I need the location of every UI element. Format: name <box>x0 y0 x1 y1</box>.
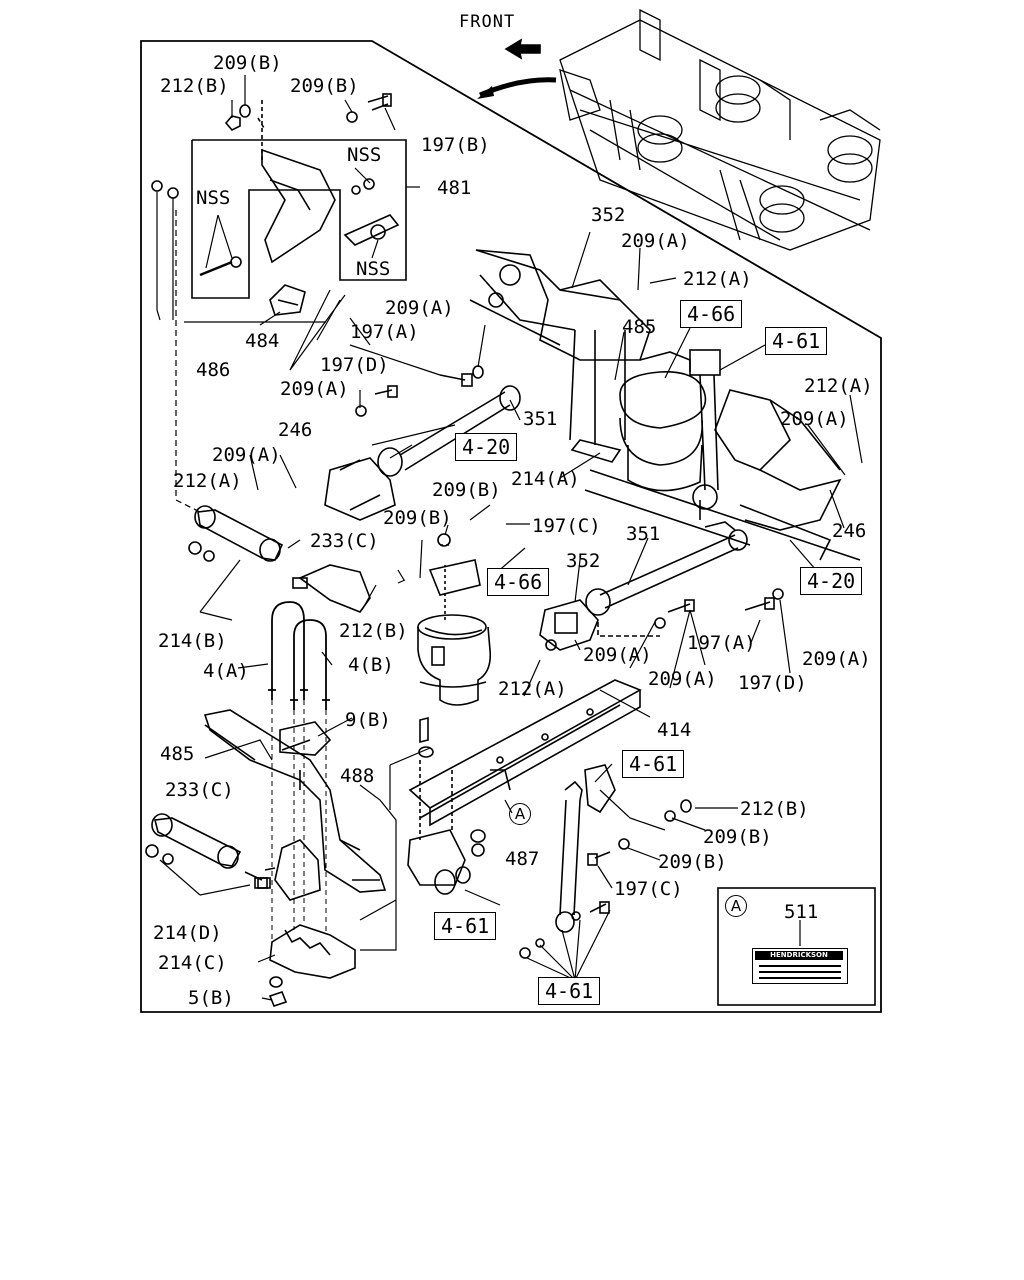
callout-a: A <box>509 803 531 825</box>
ref-4-66-lower: 4-66 <box>487 568 550 596</box>
diagram-frame <box>140 40 882 1013</box>
label-209a-1: 209(A) <box>621 230 690 252</box>
front-label: FRONT <box>459 12 516 32</box>
label-485-2: 485 <box>160 743 195 765</box>
hendrickson-decal: HENDRICKSON <box>752 948 848 984</box>
label-209b-3: 209(B) <box>432 479 501 501</box>
beam-lower <box>203 709 387 901</box>
label-209b-2: 209(B) <box>290 75 359 97</box>
label-197a-1: 197(A) <box>350 321 419 343</box>
inset-part-511: 511 <box>784 901 819 923</box>
label-212a-4: 212(A) <box>498 678 567 700</box>
bottom-saddle <box>268 924 356 1007</box>
label-212b-1: 212(B) <box>160 75 229 97</box>
label-197d-1: 197(D) <box>320 354 389 376</box>
nss-label-lower: NSS <box>356 258 391 280</box>
nss-label-left: NSS <box>196 187 231 209</box>
cross-member-414 <box>408 679 642 827</box>
front-arrow <box>477 38 557 99</box>
label-212a-3: 212(A) <box>173 470 242 492</box>
label-209a-3: 209(A) <box>280 378 349 400</box>
label-214a: 214(A) <box>511 468 580 490</box>
leader-lines <box>156 75 863 1001</box>
label-209a-7: 209(A) <box>802 648 871 670</box>
label-488: 488 <box>340 765 375 787</box>
label-197a-2: 197(A) <box>687 632 756 654</box>
label-481: 481 <box>437 177 472 199</box>
u-bolt-down-lines <box>271 700 327 940</box>
label-351-1: 351 <box>523 408 558 430</box>
shock-absorber-lower <box>519 764 692 959</box>
label-197d-2: 197(D) <box>738 672 807 694</box>
decal-text-rows <box>759 963 841 981</box>
label-414: 414 <box>657 719 692 741</box>
label-487: 487 <box>505 848 540 870</box>
label-351-2: 351 <box>626 523 661 545</box>
label-233c-1: 233(C) <box>310 530 379 552</box>
shock-absorber-upper <box>689 349 721 520</box>
left-torque-rod-upper <box>188 505 371 613</box>
lower-torque-rod <box>539 521 784 651</box>
decal-brand: HENDRICKSON <box>755 951 843 960</box>
suspension-overview <box>559 8 881 251</box>
label-197c-2: 197(C) <box>614 878 683 900</box>
upper-torque-rod <box>324 365 521 521</box>
label-209a-6: 209(A) <box>583 644 652 666</box>
label-5b: 5(B) <box>188 987 234 1009</box>
label-197c-1: 197(C) <box>532 515 601 537</box>
ref-4-66-upper: 4-66 <box>680 300 743 328</box>
label-214d: 214(D) <box>153 922 222 944</box>
label-209a-2: 209(A) <box>385 297 454 319</box>
ref-4-61-mid: 4-61 <box>622 750 685 778</box>
right-hanger <box>584 389 861 561</box>
label-209b-1: 209(B) <box>213 52 282 74</box>
label-246-2: 246 <box>832 520 867 542</box>
label-246-1: 246 <box>278 419 313 441</box>
label-212a-1: 212(A) <box>683 268 752 290</box>
label-484: 484 <box>245 330 280 352</box>
label-209b-4: 209(B) <box>383 507 452 529</box>
air-spring-485-upper <box>569 329 707 492</box>
lower-hanger <box>407 716 486 895</box>
ref-4-61-bottom: 4-61 <box>538 977 601 1005</box>
u-bolts <box>268 601 330 710</box>
label-209a-8: 209(A) <box>648 668 717 690</box>
pad-484 <box>269 284 306 316</box>
label-209a-5: 209(A) <box>212 444 281 466</box>
label-4a: 4(A) <box>203 660 249 682</box>
ref-4-61-upper: 4-61 <box>765 327 828 355</box>
label-4b: 4(B) <box>348 654 394 676</box>
label-212b-2: 212(B) <box>339 620 408 642</box>
nss-label-upper: NSS <box>347 144 382 166</box>
label-485-1: 485 <box>622 316 657 338</box>
air-spring-lower <box>417 533 492 706</box>
inset-letter-a: A <box>725 895 747 917</box>
label-212a-2: 212(A) <box>804 375 873 397</box>
label-352-1: 352 <box>591 204 626 226</box>
label-209a-4: 209(A) <box>780 408 849 430</box>
left-torque-rod-lower <box>145 813 268 889</box>
label-233c-2: 233(C) <box>165 779 234 801</box>
label-209b-5: 209(B) <box>703 826 772 848</box>
ref-4-61-lower-left: 4-61 <box>434 912 497 940</box>
label-214b: 214(B) <box>158 630 227 652</box>
label-352-2: 352 <box>566 550 601 572</box>
label-214c: 214(C) <box>158 952 227 974</box>
ref-4-20-upper: 4-20 <box>455 433 518 461</box>
frame-bracket-352 <box>469 249 651 361</box>
label-9b: 9(B) <box>345 709 391 731</box>
inset-box <box>717 887 876 1006</box>
ref-4-20-lower: 4-20 <box>800 567 863 595</box>
label-209b-6: 209(B) <box>658 851 727 873</box>
label-212b-3: 212(B) <box>740 798 809 820</box>
label-197b: 197(B) <box>421 134 490 156</box>
label-486: 486 <box>196 359 231 381</box>
